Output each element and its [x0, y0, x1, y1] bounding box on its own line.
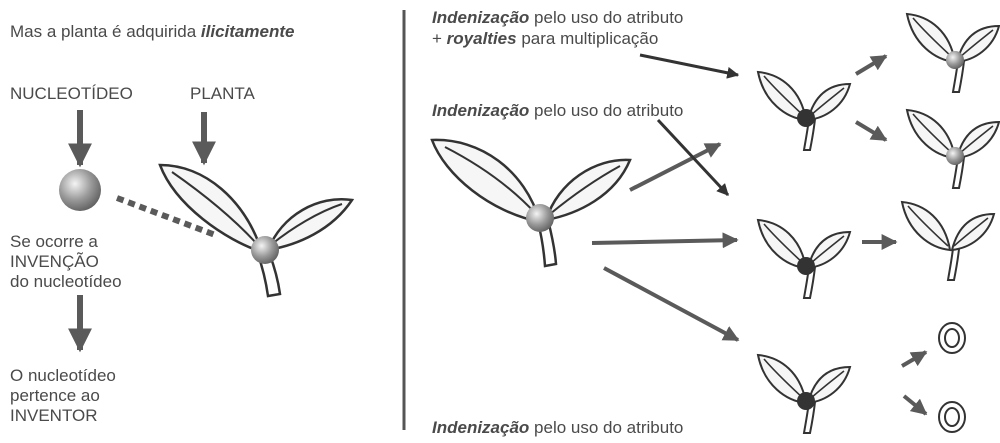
note1-line2-emphasis: royalties: [446, 29, 517, 48]
seed-2: [938, 401, 966, 433]
plant-large-left: [158, 163, 355, 298]
arrow-to-plant-c: [603, 266, 740, 342]
note2-emphasis: Indenização: [432, 101, 530, 120]
condition-line1: Se ocorre a: [10, 232, 98, 251]
note1-line2-rest: para multiplicação: [516, 29, 659, 48]
note1-line2-prefix: +: [432, 29, 447, 48]
label-plant: PLANTA: [190, 84, 255, 103]
arrow-gen3-c1: [900, 350, 928, 368]
note3-emphasis: Indenização: [432, 418, 530, 437]
note2: Indenização pelo uso do atributo: [432, 101, 683, 121]
arrow-to-plant-a: [629, 142, 722, 192]
arrow-gen3-a2: [854, 120, 888, 142]
plant-gen2-a: [757, 71, 851, 151]
result-line2: pertence ao: [10, 386, 100, 405]
arrow-note2: [656, 118, 730, 197]
seed-1: [938, 322, 966, 354]
result-line3: INVENTOR: [10, 406, 98, 425]
plant-gen2-c: [757, 354, 851, 434]
nucleotide-ball: [59, 169, 101, 211]
note1-line2: + royalties para multiplicação: [432, 29, 658, 49]
label-nucleotide: NUCLEOTÍDEO: [10, 84, 133, 103]
note2-rest: pelo uso do atributo: [529, 101, 684, 120]
note1-line1: Indenização pelo uso do atributo: [432, 8, 683, 28]
note1-rest: pelo uso do atributo: [529, 8, 684, 27]
plant-large-right: [430, 138, 632, 268]
note1-emphasis: Indenização: [432, 8, 530, 27]
arrow-to-plant-b: [591, 232, 739, 249]
plant-gen3-b: [901, 201, 995, 281]
arrow-note1: [639, 53, 740, 79]
plant-gen2-b: [757, 219, 851, 299]
arrow-gen3-a1: [854, 54, 888, 76]
condition-line3: do nucleotídeo: [10, 272, 122, 291]
left-title-emphasis: ilicitamente: [200, 22, 295, 41]
left-title-prefix: Mas a planta é adquirida: [10, 22, 201, 41]
arrow-gen3-c2: [902, 394, 928, 416]
result-line1: O nucleotídeo: [10, 366, 116, 385]
left-title: Mas a planta é adquirida ilicitamente: [10, 22, 294, 42]
condition-line2: INVENÇÃO: [10, 252, 99, 271]
note3: Indenização pelo uso do atributo: [432, 418, 683, 438]
dashed-link: [115, 195, 220, 239]
plant-gen3-a1: [906, 13, 1000, 93]
note3-rest: pelo uso do atributo: [529, 418, 684, 437]
plant-gen3-a2: [906, 109, 1000, 189]
